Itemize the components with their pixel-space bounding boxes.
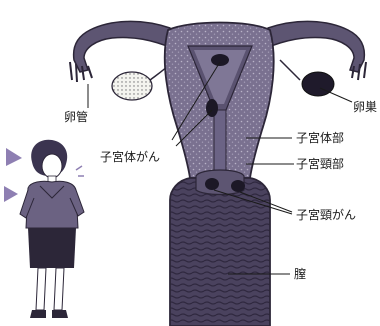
ovary-right [301, 71, 335, 97]
label-cervical-cancer: 子宮頸がん [296, 208, 357, 222]
fimbriae-right [351, 61, 367, 81]
attention-marks [75, 165, 84, 177]
label-fallopian-tube: 卵管 [64, 110, 89, 124]
woman-illustration [19, 139, 85, 318]
uterine-body-tumor-top [211, 54, 229, 66]
label-uterine-body-cancer: 子宮体がん [100, 150, 161, 164]
fimbriae-left [69, 61, 93, 83]
vagina [169, 177, 271, 326]
label-cervix: 子宮頸部 [296, 157, 345, 171]
cervical-tumor-left [205, 178, 219, 190]
cervical-canal [213, 109, 227, 171]
cervical-tumor-right [231, 180, 245, 192]
fallopian-tube-right [265, 20, 366, 73]
label-vagina: 膣 [294, 267, 307, 281]
leader-lines [87, 61, 353, 275]
attention-arrows [4, 148, 22, 202]
ovary-left [111, 71, 153, 101]
fallopian-tube-left [72, 20, 173, 73]
label-ovary: 卵巣 [353, 100, 378, 114]
label-uterine-body: 子宮体部 [296, 131, 345, 145]
